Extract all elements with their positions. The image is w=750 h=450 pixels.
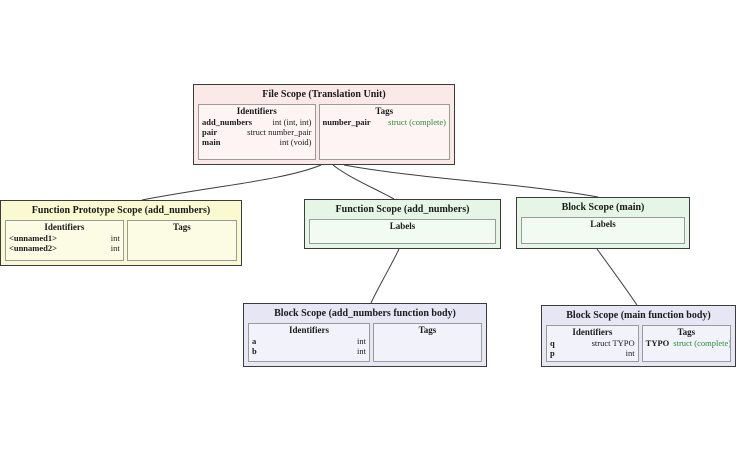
node-function-prototype-scope: Function Prototype Scope (add_numbers) I… [0,200,242,266]
identifier-type: int (void) [279,137,312,147]
identifiers-table: Identifiers a int b int [248,323,370,362]
labels-header: Labels [590,219,616,229]
identifiers-header: Identifiers [288,325,329,335]
edge-file-to-function-add [332,164,395,200]
symbol-tables: Labels [309,219,496,244]
node-title: Function Scope (add_numbers) [335,204,470,215]
tag-type: struct (complete) [673,338,731,348]
identifier-row: a int [252,336,366,346]
identifiers-header: Identifiers [236,106,277,116]
identifier-name: <unnamed1> [9,233,57,243]
symbol-tables: Labels [521,217,685,244]
identifier-type: int (int, int) [272,117,312,127]
node-file-scope: File Scope (Translation Unit) Identifier… [193,84,455,165]
identifier-type: struct TYPO [591,338,635,348]
tag-row: number_pair struct (complete) [323,117,446,127]
node-block-scope-add-numbers-body: Block Scope (add_numbers function body) … [243,303,487,367]
node-title: Block Scope (add_numbers function body) [274,308,456,319]
tags-header: Tags [418,325,437,335]
identifiers-table: Identifiers q struct TYPO p int [546,325,639,362]
identifier-row: <unnamed1> int [9,233,120,243]
identifier-row: pair struct number_pair [202,127,312,137]
node-function-scope-add-numbers: Function Scope (add_numbers) Labels [304,199,501,249]
identifier-name: p [550,348,555,358]
tag-type: struct (complete) [388,117,446,127]
labels-table: Labels [309,219,496,244]
identifier-row: <unnamed2> int [9,243,120,253]
identifier-name: a [252,336,257,346]
identifier-name: q [550,338,555,348]
edge-file-to-block-main [343,164,599,198]
tag-name: number_pair [322,117,371,127]
tags-table: Tags number_pair struct (complete) [318,104,450,160]
identifier-type: int [356,346,366,356]
tag-name: TYPO [645,338,670,348]
identifier-type: int [110,233,120,243]
identifier-row: add_numbers int (int, int) [202,117,312,127]
symbol-tables: Identifiers <unnamed1> int <unnamed2> in… [5,220,237,261]
node-title: Block Scope (main function body) [566,310,711,321]
identifier-name: b [252,346,257,356]
node-block-scope-main-body: Block Scope (main function body) Identif… [541,305,736,367]
identifier-row: b int [252,346,366,356]
identifier-type: int [625,348,635,358]
tags-table: Tags TYPO struct (complete) [641,325,731,362]
identifier-name: main [202,137,221,147]
labels-header: Labels [389,221,416,231]
tags-header: Tags [375,106,394,116]
identifier-name: <unnamed2> [9,243,57,253]
identifiers-table: Identifiers add_numbers int (int, int) p… [198,104,316,160]
node-title: Function Prototype Scope (add_numbers) [31,205,211,216]
symbol-tables: Identifiers a int b int Tags [248,323,482,362]
identifier-row: q struct TYPO [550,338,635,348]
node-block-scope-main: Block Scope (main) Labels [516,197,690,249]
edge-block-main-to-body [596,248,638,306]
tags-table: Tags [126,220,237,261]
identifier-type: int [110,243,120,253]
tag-row: TYPO struct (complete) [645,338,730,348]
identifier-type: int [356,336,366,346]
labels-table: Labels [521,217,685,244]
identifier-type: struct number_pair [247,127,312,137]
tags-header: Tags [173,222,191,232]
identifiers-header: Identifiers [44,222,85,232]
edge-function-add-to-body [370,248,400,304]
identifier-name: pair [202,127,218,137]
symbol-tables: Identifiers add_numbers int (int, int) p… [198,104,450,160]
node-title: Block Scope (main) [561,202,645,213]
identifier-name: add_numbers [202,117,253,127]
identifier-row: main int (void) [202,137,312,147]
tags-table: Tags [372,323,482,362]
symbol-tables: Identifiers q struct TYPO p int Tags TYP… [546,325,731,362]
identifier-row: p int [550,348,635,358]
edge-file-to-prototype [141,164,322,201]
tags-header: Tags [677,327,696,337]
identifiers-header: Identifiers [572,327,613,337]
identifiers-table: Identifiers <unnamed1> int <unnamed2> in… [5,220,124,261]
node-title: File Scope (Translation Unit) [262,89,386,100]
